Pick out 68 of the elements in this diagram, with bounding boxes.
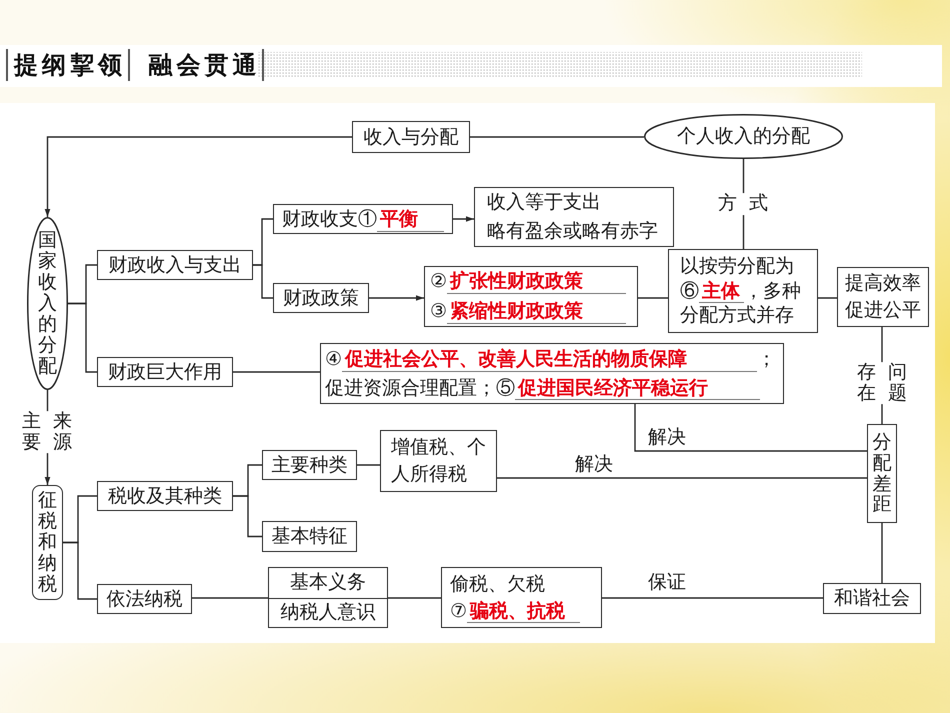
- arrow: [369, 295, 424, 301]
- concept-box: [352, 121, 470, 153]
- edge-label: 存在问题: [857, 362, 907, 404]
- concept-label: 基本特征: [272, 524, 348, 550]
- concept-label: 财政收入与支出: [108, 252, 242, 278]
- connector-line: [602, 597, 823, 599]
- concept-box: [867, 424, 897, 523]
- concept-label: 纳税人意识: [280, 600, 376, 625]
- concept-box: [668, 249, 818, 333]
- concept-label: 提高效率促进公平: [845, 271, 921, 323]
- concept-label: ④促进社会公平、改善人民生活的物质保障；促进资源合理配置；⑤促进国民经济平稳运行: [325, 347, 777, 402]
- concept-label: ②扩张性财政政策: [430, 268, 626, 295]
- topic-ellipse: [27, 217, 68, 390]
- concept-box: [97, 357, 233, 387]
- edge-label: 方 式: [716, 193, 770, 215]
- connector-line: [388, 597, 441, 599]
- concept-label: 以按劳分配为⑥主体，多种分配方式并存: [680, 254, 802, 328]
- concept-label: 个人收入的分配: [677, 124, 810, 150]
- connector-line: [253, 264, 273, 299]
- concept-box: [97, 250, 253, 280]
- connector-line: [634, 404, 867, 452]
- concept-label: 财政收支①平衡: [282, 206, 444, 232]
- connector-line: [497, 477, 867, 479]
- concept-label: 税收及其种类: [108, 484, 222, 509]
- concept-label: ⑦骗税、抗税: [450, 598, 580, 624]
- connector-line: [68, 302, 97, 373]
- concept-box: [268, 567, 388, 628]
- topic-ellipse: [644, 114, 843, 159]
- concept-label: 国家收入的分配: [38, 230, 57, 377]
- concept-label: 主要种类: [272, 452, 348, 478]
- concept-box: [262, 450, 357, 480]
- concept-label: 收入等于支出: [487, 190, 601, 216]
- connector-line: [233, 371, 320, 373]
- concept-box: [97, 481, 233, 511]
- concept-box: [823, 583, 921, 614]
- concept-box: [474, 187, 674, 247]
- connector-line: [470, 136, 644, 138]
- concept-label: 财政巨大作用: [108, 360, 222, 385]
- arrow: [44, 136, 352, 217]
- topic-rounded-box: [32, 485, 63, 600]
- concept-box: [273, 283, 369, 313]
- concept-box: [424, 266, 638, 327]
- concept-label: 和谐社会: [834, 586, 910, 612]
- concept-box: [837, 267, 929, 327]
- concept-label: 偷税、欠税: [450, 572, 545, 597]
- concept-label: 增值税、个人所得税: [391, 435, 486, 487]
- connector-line: [233, 495, 262, 538]
- concept-label: 依法纳税: [106, 586, 182, 612]
- concept-box: [441, 567, 602, 628]
- concept-box: [97, 584, 192, 614]
- concept-box: [380, 430, 497, 492]
- arrow: [453, 216, 474, 222]
- connector-line: [638, 297, 668, 299]
- connector-line: [357, 464, 380, 466]
- concept-label: 分配差距: [872, 432, 892, 516]
- section-heading: 提纲挈领 融会贯通: [6, 49, 264, 81]
- concept-box: [273, 204, 453, 234]
- concept-box: [262, 521, 357, 552]
- concept-label: 略有盈余或略有赤字: [487, 219, 658, 244]
- connector-line: [63, 542, 97, 600]
- concept-label: 征税和纳税: [38, 490, 57, 595]
- concept-label: 收入与分配: [364, 124, 458, 150]
- edge-label: 主要来源: [22, 411, 72, 453]
- connector-line: [818, 297, 837, 299]
- concept-label: 财政政策: [283, 286, 359, 311]
- concept-label: 基本义务: [290, 570, 366, 596]
- connector-line: [192, 597, 268, 599]
- connector-line: [881, 523, 883, 583]
